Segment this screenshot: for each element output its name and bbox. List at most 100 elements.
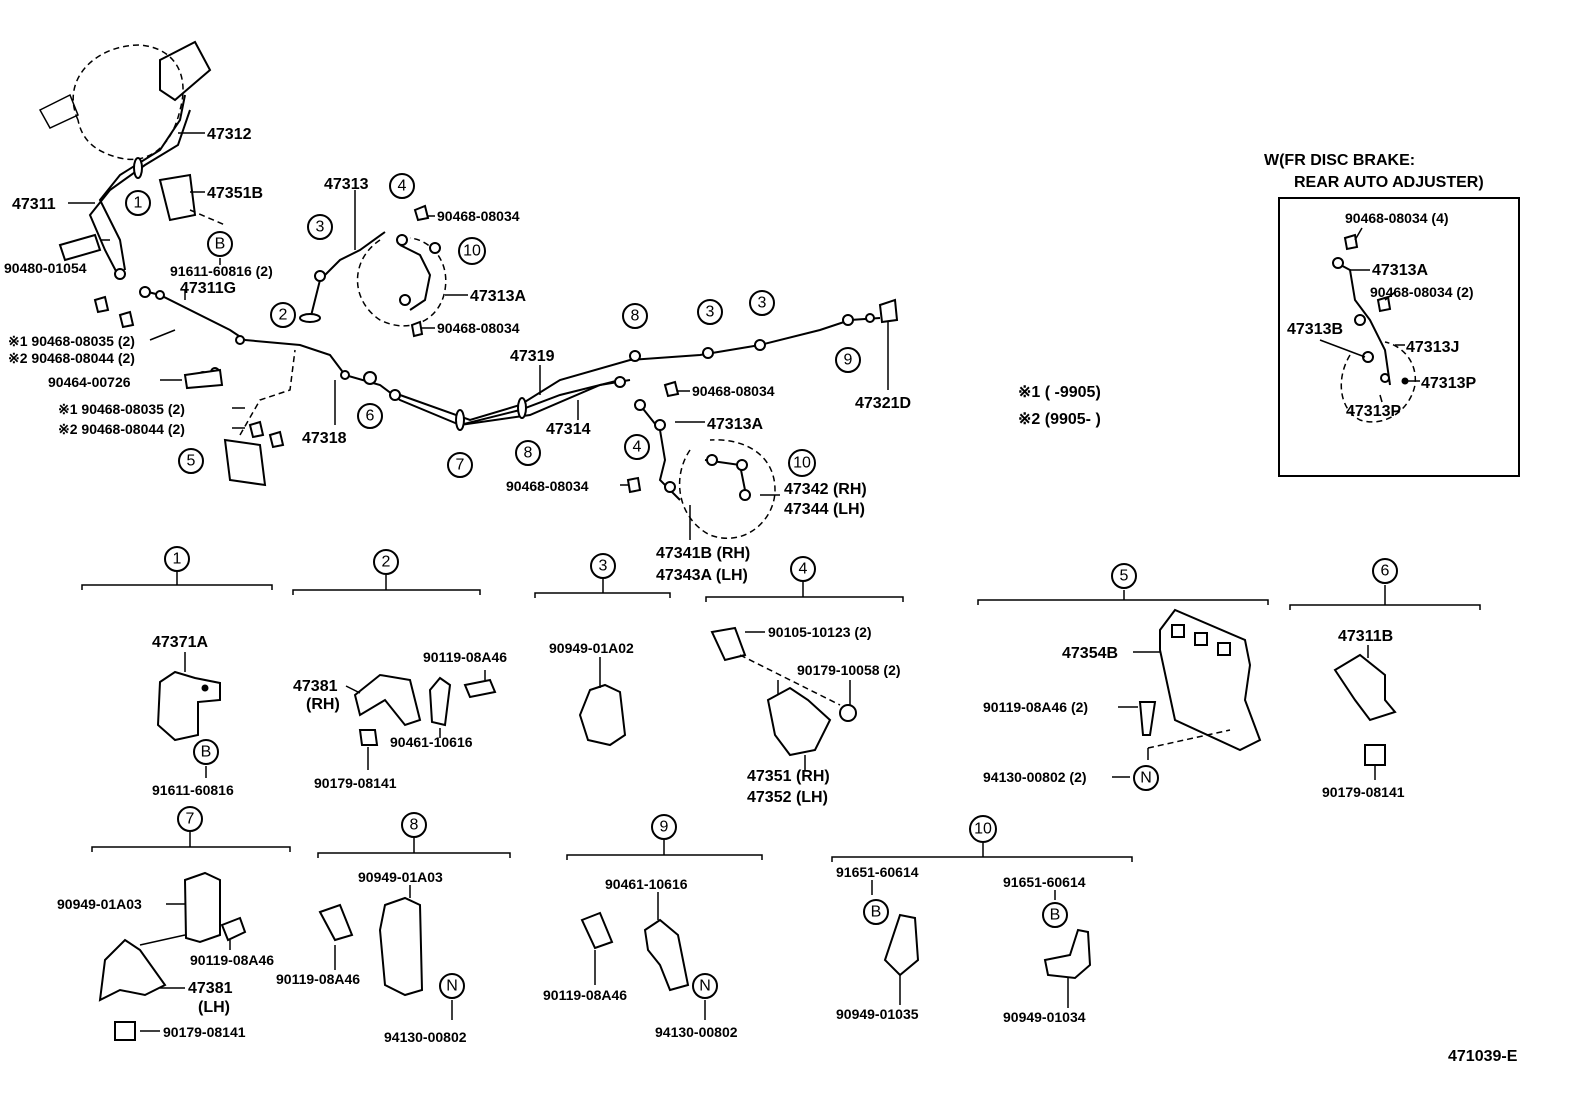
inset-fitting-a — [1332, 257, 1344, 269]
group-8-circle — [401, 812, 427, 838]
inset-title-2: REAR AUTO ADJUSTER) — [1294, 174, 1484, 191]
g2-label-90179: 90179-08141 — [314, 775, 397, 791]
part-90949-01034 — [1043, 928, 1092, 980]
part-90949-01035 — [883, 913, 920, 977]
note-1: ※1 ( -9905) — [1018, 384, 1101, 401]
group-5-num: 5 — [1120, 568, 1129, 585]
label-90464-00726: 90464-00726 — [48, 374, 131, 390]
marker-B-top — [207, 231, 233, 257]
marker-B-g10b-text: B — [1050, 907, 1061, 924]
g9-label-90119: 90119-08A46 — [543, 987, 627, 1003]
callout-4-top-b — [624, 434, 650, 460]
inset-box — [1278, 197, 1520, 477]
bolt-90119-g7 — [220, 916, 247, 942]
clip-3c — [754, 339, 766, 351]
callout-3-top-b-text: 3 — [706, 304, 715, 321]
group-5-circle — [1111, 563, 1137, 589]
fitting-f — [235, 335, 245, 345]
clamp-8 — [517, 397, 527, 419]
g7-label-90119: 90119-08A46 — [190, 952, 274, 968]
clip-90468-b — [410, 320, 424, 338]
g1-label-91611: 91611-60816 — [152, 782, 234, 798]
bolt-90119-g2 — [463, 678, 497, 699]
label-47311G: 47311G — [180, 280, 236, 297]
fitting-m — [634, 399, 646, 411]
g7-label-LH: (LH) — [198, 999, 230, 1016]
callout-1-top-text: 1 — [134, 195, 143, 212]
clip-90468-a — [413, 204, 430, 222]
group-5-leaders — [1112, 651, 1231, 778]
label-90468-08035-b: ※1 90468-08035 (2) — [58, 401, 185, 417]
label-47313A-a: 47313A — [470, 288, 526, 305]
g4-label-90105: 90105-10123 (2) — [768, 624, 872, 640]
group-8-num: 8 — [410, 817, 419, 834]
callout-5-top-text: 5 — [187, 453, 196, 470]
group-4-num: 4 — [799, 561, 808, 578]
marker-B-g10a-text: B — [871, 904, 882, 921]
dash-47351B — [189, 209, 226, 226]
top-labels: 47312 47311 47351B 90480-01054 91611-608… — [4, 126, 911, 584]
part-90461-g2 — [428, 676, 452, 727]
rear-brake-outline — [678, 439, 776, 540]
g2-label-RH: (RH) — [306, 696, 340, 713]
callout-3-top-a-text: 3 — [316, 219, 325, 236]
clamp-1 — [133, 157, 143, 179]
marker-B-g1 — [193, 739, 219, 765]
fitting-6 — [363, 371, 377, 385]
clip-90468-f — [118, 310, 135, 329]
clip-9 — [842, 314, 854, 326]
label-47319: 47319 — [510, 348, 555, 365]
fitting-90464 — [183, 368, 224, 390]
g9-label-94130: 94130-00802 — [655, 1024, 738, 1040]
master-cylinder-body — [159, 40, 212, 102]
group-7-num: 7 — [186, 811, 195, 828]
part-90461-g9 — [643, 918, 690, 992]
diagram-code: 471039-E — [1448, 1048, 1518, 1065]
group-4-leaders — [739, 631, 851, 770]
inset-label-47313P-a: 47313P — [1421, 375, 1476, 392]
master-cylinder-outline — [72, 44, 184, 161]
group-8-leaders — [334, 885, 453, 1020]
dash-bracket-5 — [239, 349, 296, 436]
fitting-c — [114, 268, 126, 280]
callout-9-top — [835, 347, 861, 373]
nut-90179-g7 — [114, 1021, 136, 1041]
fitting-o — [664, 481, 676, 493]
hose-47313A — [399, 244, 432, 311]
group-7-circle — [177, 806, 203, 832]
bolt-90119-g9 — [580, 911, 614, 950]
inset-fitting-d — [1380, 373, 1390, 383]
label-47314: 47314 — [546, 421, 591, 438]
inset-clip-b — [1376, 295, 1392, 313]
inset-tube — [1334, 261, 1391, 386]
bracket-5-top — [223, 438, 267, 487]
label-90468-08034-d: 90468-08034 — [506, 478, 589, 494]
g4-label-47351: 47351 (RH) — [747, 768, 830, 785]
fitting-a — [389, 389, 401, 401]
label-47344-LH: 47344 (LH) — [784, 501, 865, 518]
g10-label-90949-01035: 90949-01035 — [836, 1006, 919, 1022]
g10-label-90949-01034: 90949-01034 — [1003, 1009, 1086, 1025]
inset-label-90468-2: 90468-08034 (2) — [1370, 284, 1474, 300]
label-90468-08044-a: ※2 90468-08044 (2) — [8, 350, 135, 366]
marker-N-g8-text: N — [446, 978, 458, 995]
inset-label-47313P-b: 47313P — [1346, 403, 1401, 420]
part-47311B — [1333, 653, 1397, 722]
group-4-circle — [790, 556, 816, 582]
group-10-leaders — [871, 880, 1069, 1008]
group-1-circle — [164, 546, 190, 572]
group-10-circle — [969, 815, 997, 843]
g7-label-90949-01A03: 90949-01A03 — [57, 896, 142, 912]
part-47371A-hole — [201, 684, 209, 692]
fitting-p — [706, 454, 718, 466]
inset-fitting-e — [1401, 377, 1409, 385]
callout-8-top-a-text: 8 — [631, 308, 640, 325]
callout-8-top-b-text: 8 — [524, 445, 533, 462]
label-90468-08034-c: 90468-08034 — [692, 383, 775, 399]
callout-1-top — [125, 190, 151, 216]
g9-label-90461: 90461-10616 — [605, 876, 688, 892]
inset-leaders — [1319, 227, 1420, 403]
callout-3-top-a — [307, 214, 333, 240]
inset-label-47313J: 47313J — [1406, 339, 1459, 356]
marker-B-top-text: B — [215, 236, 226, 253]
